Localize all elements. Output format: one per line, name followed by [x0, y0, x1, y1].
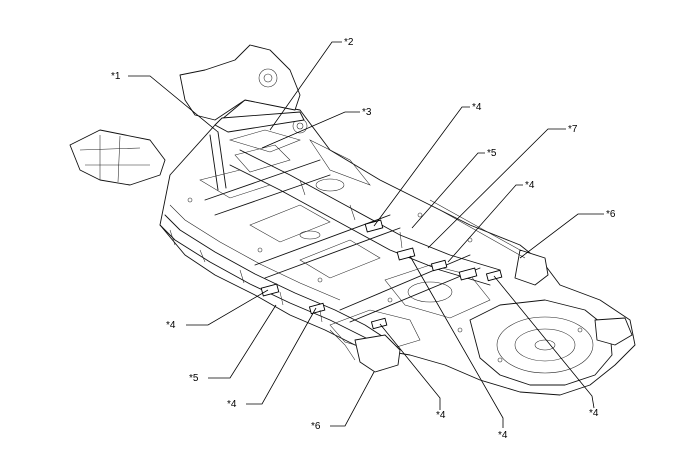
underbody-illustration — [69, 44, 636, 396]
callout-label-5: *5 — [189, 373, 199, 384]
callout-label-4: *4 — [436, 410, 446, 421]
callout-label-3: *3 — [362, 107, 372, 118]
callout-label-4: *4 — [472, 102, 482, 113]
callout-label-1: *1 — [111, 71, 121, 82]
callout-label-7: *7 — [568, 124, 578, 135]
callout-label-4: *4 — [498, 430, 508, 441]
callout-label-5: *5 — [487, 148, 497, 159]
callout-label-4: *4 — [589, 408, 599, 419]
callout-label-4: *4 — [227, 399, 237, 410]
callout-labels: *1 *2 *3 *4 *5 *7 *4 *6 *4 *5 *4 *6 *4 *… — [111, 37, 616, 441]
callout-label-4: *4 — [166, 320, 176, 331]
callout-label-2: *2 — [344, 37, 354, 48]
callout-label-6: *6 — [606, 209, 616, 220]
leader-lines — [128, 41, 604, 428]
callout-label-4: *4 — [525, 180, 535, 191]
callout-label-6: *6 — [311, 421, 321, 432]
